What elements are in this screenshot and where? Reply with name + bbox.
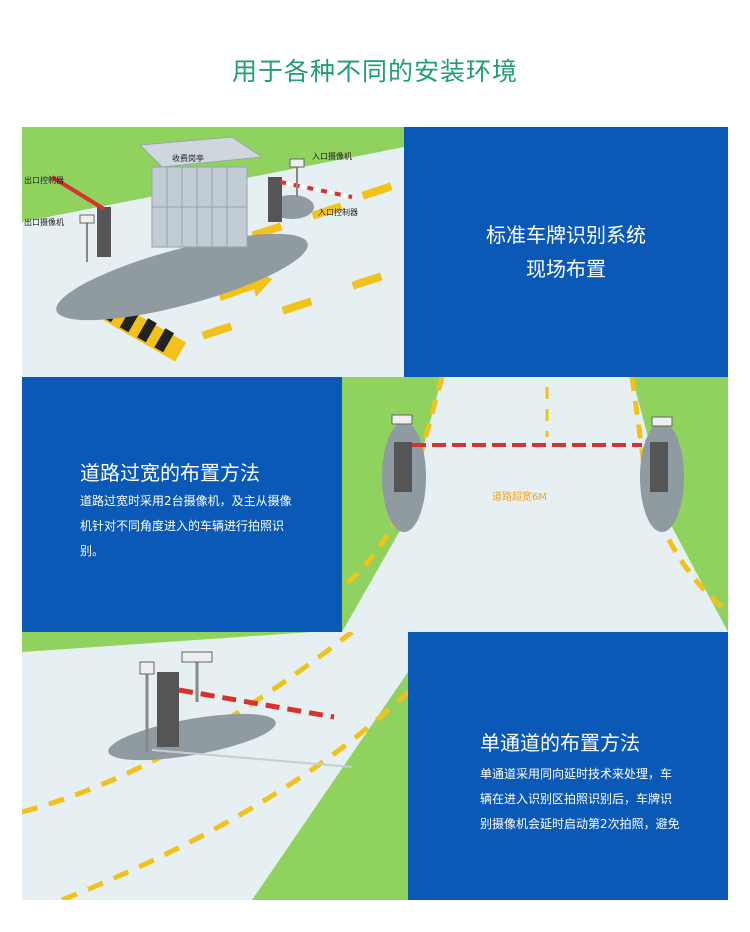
wide-road-scene-image: 道路超宽6M	[342, 377, 728, 632]
booth-scene-image: 收费岗亭 出口控制器 出口摄像机 入口摄像机 入口控制器	[22, 127, 404, 377]
single-lane-panel: 单通道的布置方法 单通道采用同向延时技术来处理，车辆在进入识别区拍照识别后，车牌…	[408, 632, 728, 900]
standard-system-panel: 标准车牌识别系统 现场布置	[404, 127, 728, 377]
wide-road-illustration: 道路超宽6M	[342, 377, 728, 632]
wide-road-heading: 道路过宽的布置方法	[80, 461, 260, 485]
booth-scene-illustration: 收费岗亭 出口控制器 出口摄像机 入口摄像机 入口控制器	[22, 127, 404, 377]
single-lane-illustration	[22, 632, 408, 900]
single-lane-heading: 单通道的布置方法	[480, 731, 640, 755]
entry-controller-label: 入口控制器	[318, 207, 358, 217]
standard-system-heading-line2: 现场布置	[526, 257, 606, 281]
wide-road-description: 道路过宽时采用2台摄像机，及主从摄像机针对不同角度进入的车辆进行拍照识别。	[80, 494, 292, 558]
single-lane-description: 单通道采用同向延时技术来处理，车辆在进入识别区拍照识别后，车牌识别摄像机会延时启…	[480, 767, 680, 831]
standard-system-heading-line1: 标准车牌识别系统	[486, 223, 646, 247]
exit-camera-label: 出口摄像机	[24, 217, 64, 227]
single-lane-scene-image	[22, 632, 408, 900]
wide-road-panel: 道路过宽的布置方法 道路过宽时采用2台摄像机，及主从摄像机针对不同角度进入的车辆…	[22, 377, 342, 632]
road-width-label: 道路超宽6M	[492, 490, 547, 503]
page-title: 用于各种不同的安装环境	[231, 57, 518, 86]
entry-camera-label: 入口摄像机	[312, 151, 352, 161]
booth-label: 收费岗亭	[172, 153, 204, 163]
exit-controller-label: 出口控制器	[24, 175, 64, 185]
